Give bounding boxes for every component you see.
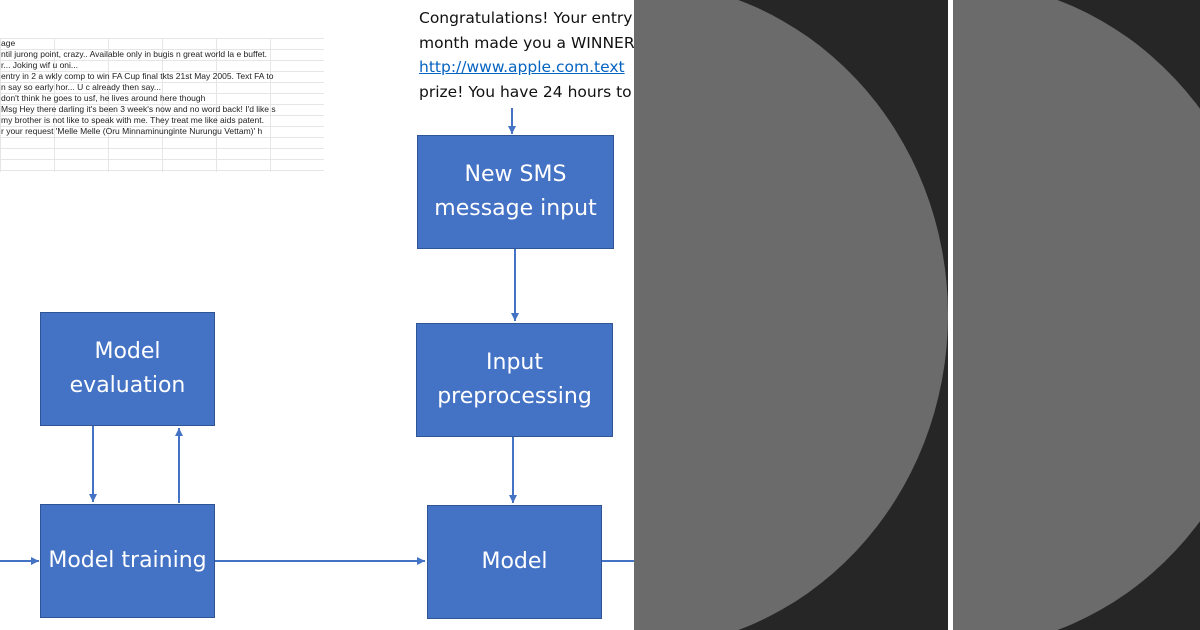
message-line: Congratulations! Your entry — [419, 9, 633, 27]
sheet-row: my brother is not like to speak with me.… — [1, 115, 264, 125]
model-training-box: Model training — [40, 504, 215, 618]
model-box: Model — [427, 505, 602, 619]
message-line: prize! You have 24 hours to — [419, 82, 632, 101]
half-circle-shape — [953, 0, 1200, 630]
sms-dataset-sheet: age ntil jurong point, crazy.. Available… — [0, 38, 324, 172]
example-sms-message: Congratulations! Your entry month made y… — [419, 6, 634, 104]
decorative-panel-left — [634, 0, 948, 630]
sheet-row: ntil jurong point, crazy.. Available onl… — [1, 49, 268, 59]
sheet-row: r... Joking wif u oni... — [1, 60, 79, 70]
message-line: month made you a WINNER — [419, 33, 634, 52]
sheet-gridlines — [0, 38, 324, 172]
model-evaluation-box: Model evaluation — [40, 312, 215, 426]
sheet-row: n say so early hor... U c already then s… — [1, 82, 162, 92]
sheet-row: age — [1, 38, 16, 48]
sheet-row: entry in 2 a wkly comp to win FA Cup fin… — [1, 71, 274, 81]
sheet-row: Msg Hey there darling it's been 3 week's… — [1, 104, 276, 114]
message-link[interactable]: http://www.apple.com.text — [419, 58, 625, 76]
sheet-row: don't think he goes to usf, he lives aro… — [1, 93, 206, 103]
panel-divider — [948, 0, 953, 630]
new-sms-input-box: New SMS message input — [417, 135, 614, 249]
half-circle-shape — [634, 0, 948, 630]
decorative-panel-right — [953, 0, 1200, 630]
input-preprocessing-box: Input preprocessing — [416, 323, 613, 437]
sheet-row: r your request 'Melle Melle (Oru Minnami… — [1, 126, 263, 136]
